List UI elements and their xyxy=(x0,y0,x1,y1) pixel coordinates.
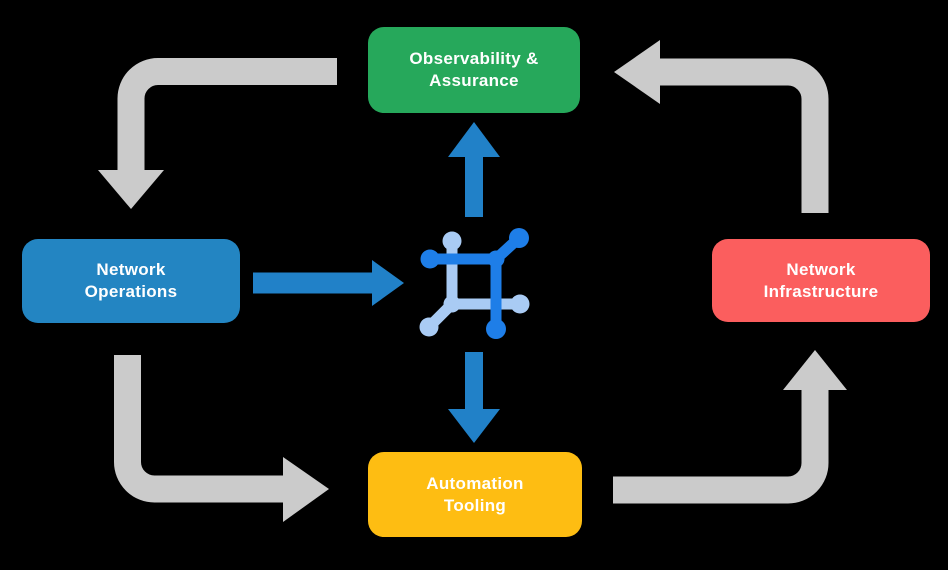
node-operations-label: Network Operations xyxy=(84,260,178,301)
arrow-observability-to-operations xyxy=(98,58,337,209)
node-network-infrastructure: Network Infrastructure xyxy=(712,239,930,322)
node-automation-tooling: Automation Tooling xyxy=(368,452,582,537)
arrow-center-to-observability xyxy=(448,122,500,217)
arrow-center-to-automation xyxy=(448,352,500,443)
arrow-operations-to-automation xyxy=(114,355,329,522)
network-mesh-icon xyxy=(419,228,530,339)
node-infrastructure-label: Network Infrastructure xyxy=(763,259,879,301)
node-network-operations: Network Operations xyxy=(22,239,240,323)
arrow-infrastructure-to-observability xyxy=(614,40,829,213)
node-automation-label: Automation Tooling xyxy=(426,473,524,515)
node-observability-label: Observability & Assurance xyxy=(409,49,539,90)
arrow-automation-to-infrastructure xyxy=(613,350,847,504)
arrow-operations-to-center xyxy=(253,260,404,306)
node-observability-assurance: Observability & Assurance xyxy=(368,27,580,113)
